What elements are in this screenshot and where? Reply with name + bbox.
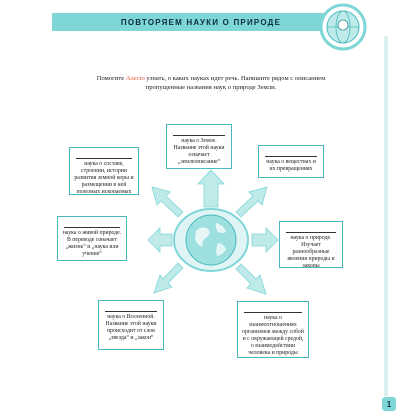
arrow-left <box>147 227 173 253</box>
box-description: наука о природе. Изучает разнообразные я… <box>287 235 335 269</box>
box-geology: наука о составе, строении, истории разви… <box>69 147 139 195</box>
box-biology: наука о живой природе. В переводе означа… <box>57 216 127 261</box>
box-astronomy: наука о Вселенной. Название этой науки п… <box>98 300 164 350</box>
answer-line[interactable] <box>76 151 132 159</box>
box-description: наука о веществах и их превращениях <box>266 159 316 172</box>
globe-logo-icon <box>319 3 367 51</box>
instruction-text-end: узнать, о каких науках идет речь. Напиши… <box>144 75 326 91</box>
section-title: ПОВТОРЯЕМ НАУКИ О ПРИРОДЕ <box>120 17 282 27</box>
page-number: 1 <box>382 397 396 411</box>
box-description: наука о Вселенной. Название этой науки п… <box>105 314 157 341</box>
box-earth-science: наука о Земле. Название этой науки означ… <box>166 124 232 169</box>
character-name: Алесю <box>125 75 145 82</box>
box-ecology: наука о взаимоотношениях организмов межд… <box>237 301 309 358</box>
task-instruction: Помогите Алесю узнать, о каких науках ид… <box>96 75 326 92</box>
box-description: наука о составе, строении, истории разви… <box>74 161 134 195</box>
arrow-down-left <box>153 262 184 294</box>
answer-line[interactable] <box>265 149 317 157</box>
answer-line[interactable] <box>286 225 336 233</box>
instruction-text-start: Помогите <box>96 75 126 82</box>
page-edge-strip <box>384 36 388 396</box>
arrow-up <box>197 169 225 208</box>
box-description: наука о взаимоотношениях организмов межд… <box>242 315 304 356</box>
answer-line[interactable] <box>173 128 225 136</box>
page-number-text: 1 <box>386 399 392 409</box>
answer-line[interactable] <box>105 304 157 312</box>
answer-line[interactable] <box>244 305 302 313</box>
arrow-up-right <box>235 186 268 218</box>
box-description: наука о Земле. Название этой науки означ… <box>173 138 225 165</box>
arrow-down-right <box>235 263 267 295</box>
arrow-up-left <box>151 186 184 218</box>
box-natural-science: наука о природе. Изучает разнообразные я… <box>279 221 343 269</box>
box-description: наука о живой природе. В переводе означа… <box>62 230 122 257</box>
section-header: ПОВТОРЯЕМ НАУКИ О ПРИРОДЕ <box>52 13 350 31</box>
earth-globe-icon <box>173 208 249 272</box>
arrow-right <box>251 227 279 253</box>
box-chemistry: наука о веществах и их превращениях <box>258 145 324 178</box>
answer-line[interactable] <box>64 220 120 228</box>
